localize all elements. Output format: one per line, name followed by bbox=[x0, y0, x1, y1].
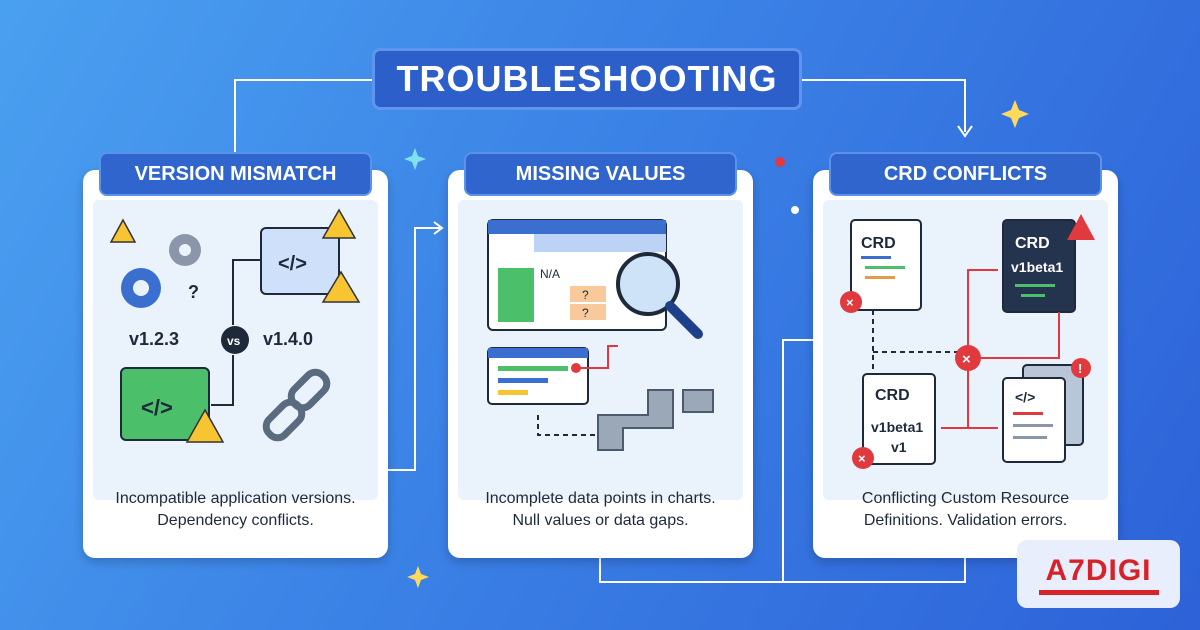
svg-text:CRD: CRD bbox=[861, 235, 896, 252]
error-icon bbox=[840, 291, 862, 313]
page-title: TROUBLESHOOTING bbox=[372, 48, 802, 110]
svg-text:?: ? bbox=[188, 282, 199, 302]
broken-pipe-icon bbox=[597, 389, 714, 451]
svg-text:×: × bbox=[846, 295, 854, 310]
description-line: Definitions. Validation errors. bbox=[863, 512, 1068, 529]
svg-text:!: ! bbox=[1078, 361, 1082, 376]
svg-text:v1beta1: v1beta1 bbox=[871, 419, 923, 435]
brand-logo: A7DIGI bbox=[1017, 540, 1180, 608]
logo-text: A7DIGI bbox=[1045, 553, 1152, 587]
description-line: Incompatible application versions. bbox=[115, 490, 356, 507]
svg-text:</>: </> bbox=[1015, 389, 1035, 405]
error-icon bbox=[852, 447, 874, 469]
svg-text:v1beta1: v1beta1 bbox=[1011, 259, 1063, 275]
card-header: CRD CONFLICTS bbox=[829, 152, 1102, 196]
description-line: Null values or data gaps. bbox=[512, 512, 689, 529]
description-line: Incomplete data points in charts. bbox=[485, 490, 716, 507]
svg-text:CRD: CRD bbox=[1015, 235, 1050, 252]
svg-text:×: × bbox=[858, 451, 866, 466]
broken-link-icon bbox=[262, 368, 331, 442]
svg-text:</>: </> bbox=[278, 253, 307, 275]
svg-text:?: ? bbox=[582, 306, 589, 320]
error-icon bbox=[955, 345, 981, 371]
card-header: MISSING VALUES bbox=[464, 152, 737, 196]
crd-file-icon bbox=[850, 219, 922, 311]
card-version-mismatch: ? </> v1.2.3 vs v1.4.0 </> VERSION MISMA… bbox=[83, 152, 388, 558]
svg-text:</>: </> bbox=[141, 395, 173, 420]
warning-icon bbox=[321, 208, 357, 239]
warning-icon bbox=[321, 270, 361, 303]
svg-text:v1.4.0: v1.4.0 bbox=[263, 329, 313, 349]
svg-text:×: × bbox=[962, 351, 971, 368]
svg-text:v1: v1 bbox=[891, 439, 907, 455]
description-line: Conflicting Custom Resource bbox=[861, 490, 1070, 507]
card-description: Incompatible application versions. Depend… bbox=[83, 488, 388, 532]
crd-file-icon bbox=[862, 373, 936, 465]
svg-text:vs: vs bbox=[227, 334, 241, 348]
logo-underline bbox=[1038, 589, 1159, 595]
card-missing-values: N/A ? ? MISSING VALUES Incomplete data p… bbox=[448, 152, 753, 558]
code-window-icon bbox=[120, 367, 210, 441]
warning-icon bbox=[185, 408, 225, 443]
svg-text:v1.2.3: v1.2.3 bbox=[129, 329, 179, 349]
svg-text:N/A: N/A bbox=[540, 267, 560, 281]
card-crd-conflicts: CRD × CRD v1beta1 × CRD v1beta1 v1 × </>… bbox=[813, 152, 1118, 558]
card-header: VERSION MISMATCH bbox=[99, 152, 372, 196]
warning-icon bbox=[1067, 214, 1095, 240]
svg-text:?: ? bbox=[582, 288, 589, 302]
version-mismatch-illustration: ? </> v1.2.3 vs v1.4.0 </> bbox=[109, 208, 361, 443]
magnifier-icon bbox=[616, 252, 703, 339]
sparkle-icon bbox=[407, 100, 1029, 588]
svg-text:CRD: CRD bbox=[875, 387, 910, 404]
missing-values-illustration: N/A ? ? bbox=[487, 219, 714, 451]
card-description: Incomplete data points in charts. Null va… bbox=[448, 488, 753, 532]
warning-icon bbox=[109, 218, 137, 243]
crd-conflicts-illustration: CRD × CRD v1beta1 × CRD v1beta1 v1 × </>… bbox=[840, 214, 1095, 469]
alert-icon bbox=[1071, 358, 1091, 378]
crd-file-icon bbox=[1002, 219, 1076, 313]
description-line: Dependency conflicts. bbox=[157, 512, 314, 529]
